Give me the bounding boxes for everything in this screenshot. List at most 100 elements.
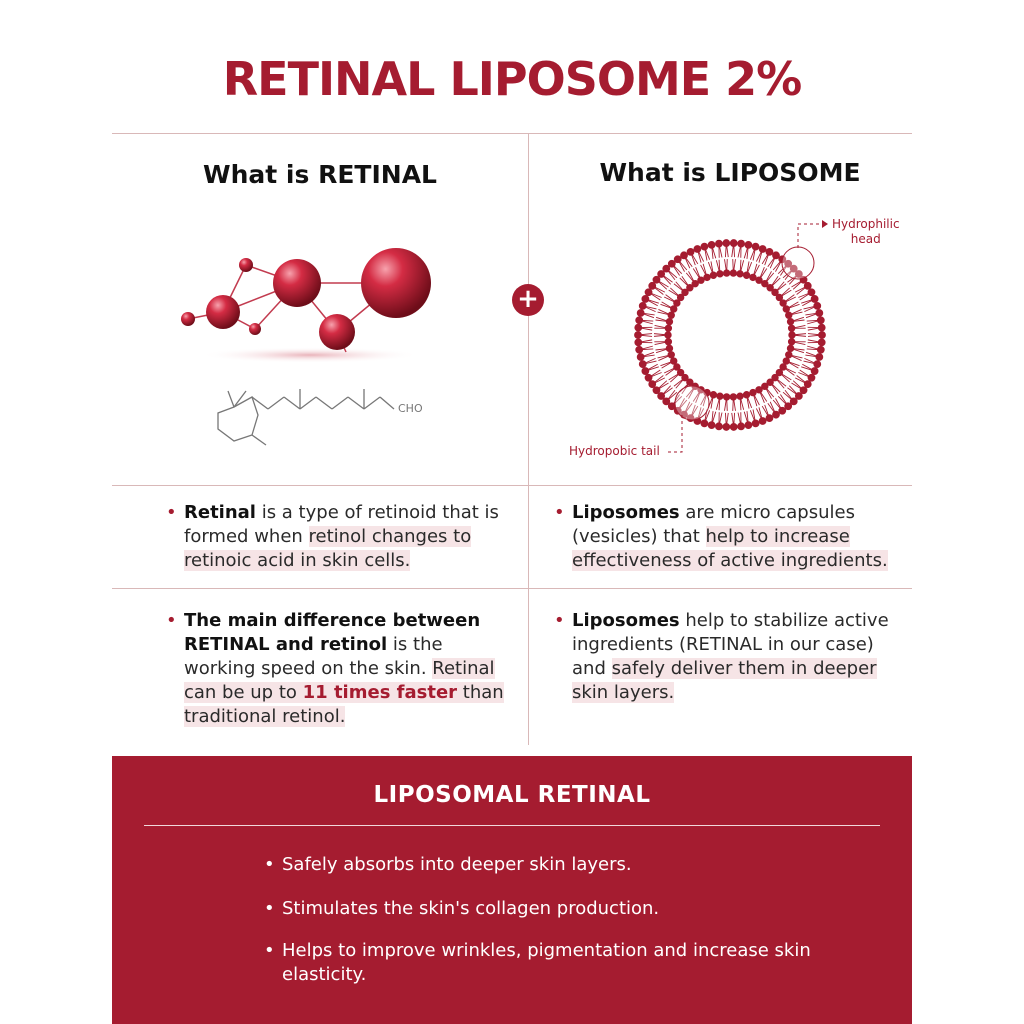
phospholipid-head — [681, 373, 689, 382]
middle-divider — [112, 485, 912, 486]
retinal-difference: • The main difference between RETINAL an… — [166, 609, 514, 729]
phospholipid-head — [755, 386, 763, 394]
phospholipid-head — [749, 273, 757, 282]
center-divider — [528, 133, 529, 745]
phospholipid-head — [638, 360, 647, 369]
retinal-heading: What is RETINAL — [203, 160, 437, 189]
phospholipid-head — [635, 345, 644, 354]
phospholipid-head — [779, 299, 787, 307]
phospholipid-head — [636, 353, 645, 361]
phospholipid-head — [670, 305, 678, 313]
hydrophilic-label-line2: head — [850, 232, 881, 246]
phospholipid-head — [742, 271, 751, 279]
liposome-annotation-lines — [665, 220, 828, 453]
phospholipid-head — [813, 360, 822, 369]
retinal-term: Retinal — [184, 502, 256, 523]
phospholipid-head — [644, 288, 653, 297]
lower-divider — [112, 588, 912, 589]
phospholipid-head — [657, 392, 666, 400]
hydrophobic-tail-label: Hydropobic tail — [569, 444, 660, 458]
phospholipid-head — [786, 344, 795, 353]
phospholipid-head — [766, 378, 774, 386]
phospholipid-head — [737, 239, 745, 248]
phospholipid-head — [807, 373, 816, 382]
phospholipid-head — [709, 391, 718, 399]
phospholipid-head — [772, 251, 780, 260]
liposome-term-2: Liposomes — [572, 610, 680, 631]
phospholipid-head — [686, 284, 694, 292]
phospholipid-head — [816, 345, 825, 354]
atom-3 — [239, 258, 253, 272]
phospholipid-head — [670, 357, 678, 365]
phospholipid-head — [636, 309, 645, 317]
phospholipid-head — [779, 363, 787, 371]
phospholipid-head — [673, 363, 681, 371]
phospholipid-head — [648, 380, 657, 389]
phospholipid-head — [813, 301, 822, 310]
bullet-dot: • — [264, 940, 275, 961]
atom-6 — [319, 314, 355, 350]
phospholipid-head — [700, 419, 709, 428]
phospholipid-head — [681, 288, 689, 297]
phospholipid-head — [815, 353, 824, 361]
difference-text: is the working speed on the skin. — [184, 634, 443, 679]
phospholipid-head — [815, 309, 824, 317]
panel-title: LIPOSOMAL RETINAL — [373, 782, 651, 808]
phospholipid-head — [744, 421, 753, 430]
phospholipid-head — [810, 367, 819, 375]
phospholipid-head — [771, 373, 779, 382]
phospholipid-head — [775, 368, 784, 377]
formula-aldehyde-label: CHO — [398, 402, 423, 415]
phospholipid-head — [722, 239, 731, 247]
phospholipid-head — [673, 255, 682, 264]
phospholipid-head — [697, 386, 705, 394]
phospholipid-head — [644, 373, 653, 382]
atom-5 — [249, 323, 261, 335]
phospholipid-head — [784, 402, 793, 411]
phospholipid-head — [641, 295, 650, 303]
difference-term: The main difference between RETINAL and … — [184, 610, 481, 655]
retinal-definition-text: is a type of retinoid that is formed whe… — [184, 502, 499, 547]
atom-1 — [181, 312, 195, 326]
liposome-function: • Liposomes help to stabilize active ing… — [554, 609, 902, 705]
phospholipid-head — [715, 239, 723, 248]
phospholipid-head — [729, 423, 738, 431]
phospholipid-head — [758, 417, 767, 425]
liposome-term: Liposomes — [572, 502, 680, 523]
bullet-dot: • — [554, 502, 565, 523]
phospholipid-head — [799, 386, 808, 395]
bullet-dot: • — [264, 854, 275, 875]
phospholipid-head — [749, 388, 757, 397]
phospholipid-head — [755, 276, 763, 284]
phospholipid-head — [782, 305, 790, 313]
phospholipid-head — [634, 331, 642, 339]
plus-symbol: + — [517, 284, 539, 314]
liposome-definition: • Liposomes are micro capsules (vesicles… — [554, 501, 902, 573]
phospholipid-head — [794, 270, 803, 278]
phospholipid-head — [787, 324, 796, 332]
phospholipid-head — [789, 264, 798, 273]
phospholipid-head — [667, 351, 675, 359]
bullet-dot: • — [166, 610, 177, 631]
benefit-text: Safely absorbs into deeper skin layers. — [282, 854, 632, 875]
phospholipid-head — [785, 311, 793, 319]
phospholipid-head — [810, 295, 819, 303]
phospholipid-head — [697, 276, 705, 284]
phospholipid-head — [662, 264, 671, 273]
benefit-item: • Helps to improve wrinkles, pigmentation… — [264, 939, 822, 987]
phospholipid-head — [751, 419, 760, 428]
phospholipid-head — [816, 316, 825, 325]
phospholipid-head — [686, 247, 695, 256]
page-title: RETINAL LIPOSOME 2% — [222, 52, 803, 106]
phospholipid-head — [737, 422, 745, 431]
top-divider — [112, 133, 912, 134]
benefit-text: Helps to improve wrinkles, pigmentation … — [282, 940, 811, 985]
phospholipid-head — [700, 242, 709, 251]
phospholipid-head — [784, 259, 793, 268]
phospholipid-head — [818, 331, 826, 339]
phospholipid-head — [778, 406, 787, 415]
phospholipid-head — [771, 288, 779, 297]
phospholipid-head — [729, 239, 738, 247]
phospholipid-head — [761, 382, 769, 391]
phospholipid-head — [744, 240, 753, 249]
